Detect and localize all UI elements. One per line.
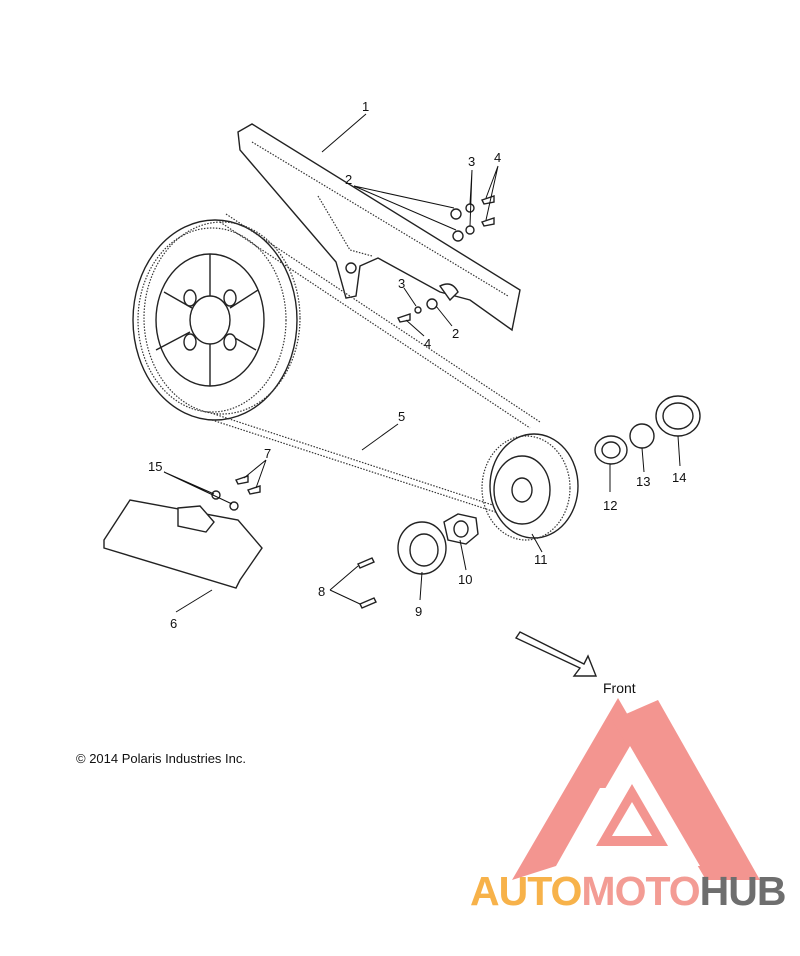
callout-2: 2 xyxy=(345,172,352,187)
callout-3: 3 xyxy=(398,276,405,291)
callout-14: 14 xyxy=(672,470,686,485)
callout-1: 1 xyxy=(362,99,369,114)
copyright-notice: © 2014 Polaris Industries Inc. xyxy=(76,751,246,766)
callout-9: 9 xyxy=(415,604,422,619)
screw-part xyxy=(357,557,377,609)
sprocket-nut-part xyxy=(443,513,479,545)
callout-7: 7 xyxy=(264,446,271,461)
callout-2: 2 xyxy=(452,326,459,341)
o-ring-part xyxy=(629,423,655,449)
callout-labels: 1 2 3 4 3 2 4 5 6 7 8 9 10 11 12 13 14 1… xyxy=(148,99,686,631)
watermark-brand: AUTOMOTOHUB xyxy=(470,868,786,915)
callout-15: 15 xyxy=(148,459,162,474)
spacer-part xyxy=(594,435,628,465)
callout-6: 6 xyxy=(170,616,177,631)
watermark-moto-text: MOTO xyxy=(581,868,700,914)
callout-10: 10 xyxy=(458,572,472,587)
callout-3: 3 xyxy=(468,154,475,169)
callout-12: 12 xyxy=(603,498,617,513)
callout-4: 4 xyxy=(494,150,501,165)
belt-guard-part xyxy=(237,123,521,332)
rear-wheel-sprocket-part xyxy=(132,219,301,421)
drive-belt-part xyxy=(207,213,541,521)
callout-5: 5 xyxy=(398,409,405,424)
front-direction-label: Front xyxy=(603,680,636,696)
callout-8: 8 xyxy=(318,584,325,599)
front-direction-arrow-icon xyxy=(514,631,598,677)
fastener-set-part xyxy=(211,195,495,511)
triangle-m-logo-icon xyxy=(512,698,760,880)
watermark-auto-text: AUTO xyxy=(470,868,582,914)
callout-4: 4 xyxy=(424,336,431,351)
leader-lines xyxy=(163,113,681,613)
lock-plate-part xyxy=(397,521,447,575)
lower-belt-guard-part xyxy=(103,499,263,589)
seal-part xyxy=(655,395,701,437)
callout-11: 11 xyxy=(534,552,548,567)
front-sprocket-part xyxy=(481,433,579,541)
callout-13: 13 xyxy=(636,474,650,489)
watermark-hub-text: HUB xyxy=(699,868,787,914)
